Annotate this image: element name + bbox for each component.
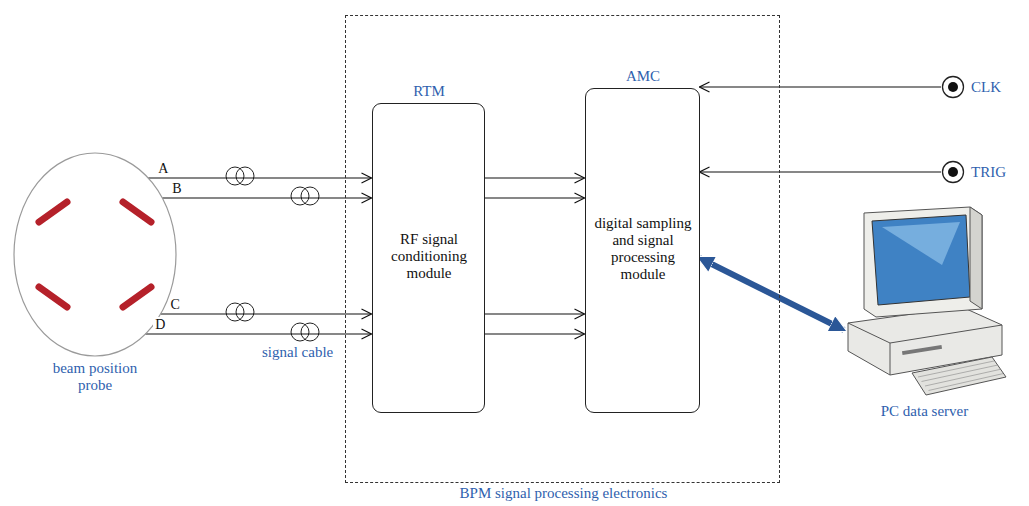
key-row <box>929 374 1004 391</box>
module-description: RF signal conditioning module <box>380 231 479 282</box>
monitor-frame <box>864 207 982 317</box>
clock-input: CLK <box>941 75 965 99</box>
port-dot <box>948 167 958 177</box>
signal-line <box>485 177 585 178</box>
cable-coil <box>291 323 309 341</box>
screen-glare <box>882 222 960 265</box>
key-row <box>918 361 994 377</box>
node-heading: beam position probe <box>40 360 150 394</box>
port-symbol <box>941 160 965 184</box>
signal-line <box>700 86 942 87</box>
cable-label: signal cable <box>262 344 333 361</box>
keyboard-keys <box>918 361 1003 391</box>
electrode <box>39 202 67 222</box>
cable-coil <box>291 187 309 205</box>
electrode <box>123 287 151 307</box>
amc-module: AMCdigital sampling and signal processin… <box>585 88 700 413</box>
node-heading: BPM signal processing electronics <box>414 485 714 502</box>
data-link <box>700 258 845 330</box>
cable-coil <box>301 187 319 205</box>
electrode <box>123 202 151 222</box>
port-symbol <box>941 75 965 99</box>
rtm-module: RTMRF signal conditioning module <box>372 103 485 413</box>
signal-line <box>485 333 585 334</box>
pc-data-server: PC data server <box>842 205 1007 400</box>
node-heading: PC data server <box>855 403 995 420</box>
monitor-screen <box>872 215 970 305</box>
cable-coils <box>226 167 319 341</box>
signal-line <box>485 197 585 198</box>
cable-coil <box>226 167 244 185</box>
key-row <box>922 365 998 381</box>
channel-letter: D <box>153 317 167 332</box>
cable-coil <box>226 303 244 321</box>
probe-ellipse <box>14 153 176 356</box>
port-ring <box>943 162 964 183</box>
signal-name: TRIG <box>971 164 1006 181</box>
module-description: digital sampling and signal processing m… <box>593 215 694 283</box>
signal-line <box>700 171 942 172</box>
signal-line <box>161 313 372 314</box>
signal-line <box>145 333 371 334</box>
computer-icon <box>842 205 1007 400</box>
electrode <box>39 287 67 307</box>
channel-letter: C <box>169 297 182 312</box>
signal-name: CLK <box>971 79 1001 96</box>
port-ring <box>943 77 964 98</box>
signal-line <box>148 177 371 178</box>
channel-letter: B <box>170 181 183 196</box>
node-heading: RTM <box>413 83 445 100</box>
node-heading: AMC <box>626 68 660 85</box>
trigger-input: TRIG <box>941 160 965 184</box>
keyboard <box>912 357 1006 395</box>
drive-slot <box>902 345 942 355</box>
signal-line <box>485 313 585 314</box>
signal-line <box>162 197 371 198</box>
cable-coil <box>236 303 254 321</box>
channel-letter: A <box>156 161 170 176</box>
electronics-enclosure: BPM signal processing electronicsRTMRF s… <box>345 15 780 483</box>
cable-coil <box>236 167 254 185</box>
key-row <box>925 369 1000 386</box>
cable-coil <box>301 323 319 341</box>
monitor-side <box>970 207 982 309</box>
port-dot <box>948 82 958 92</box>
